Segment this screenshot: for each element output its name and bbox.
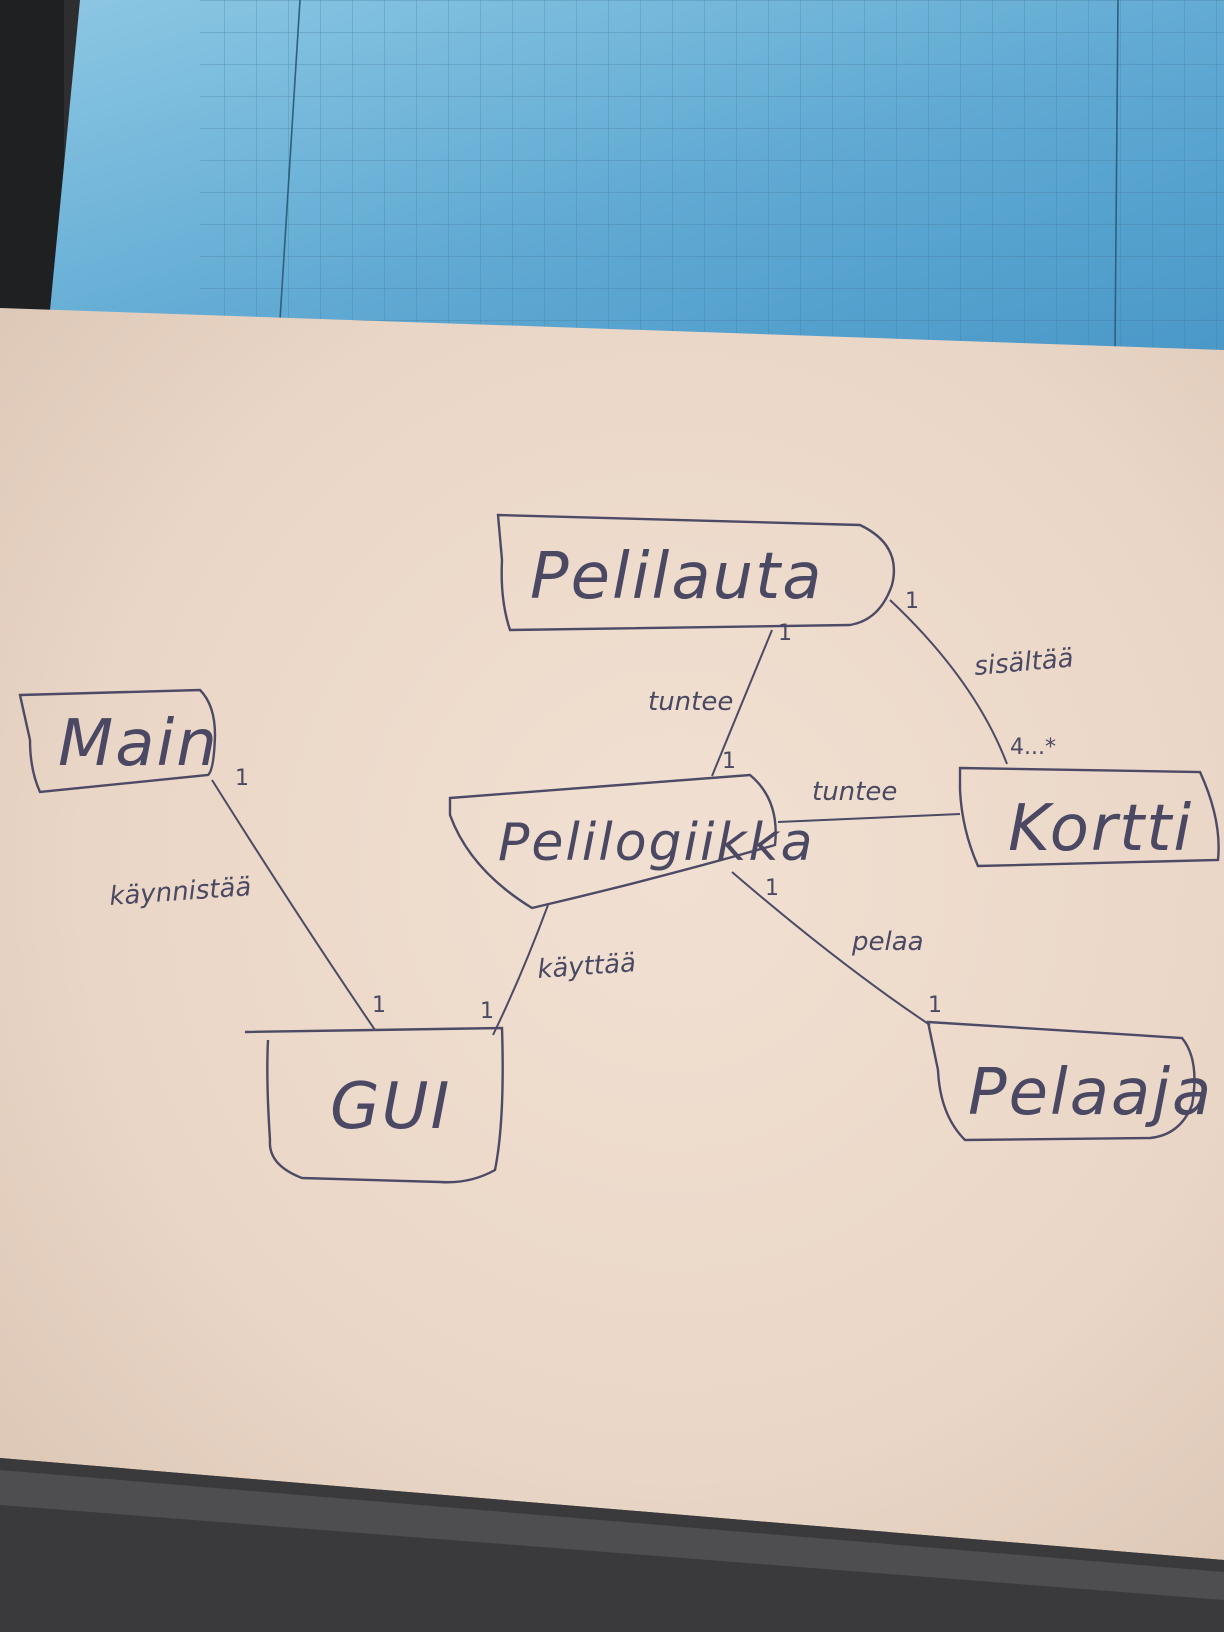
association-lines bbox=[211, 599, 1008, 1036]
label-kayttaa: käyttää bbox=[536, 948, 636, 985]
edge-pelilogiikka-kortti bbox=[777, 813, 961, 823]
node-pelilauta: Pelilauta bbox=[496, 513, 896, 632]
label-tuntee-pelilauta: tuntee bbox=[648, 687, 733, 717]
node-pelilogiikka-label: Pelilogiikka bbox=[498, 813, 815, 873]
edge-pelilogiikka-gui bbox=[492, 904, 549, 1036]
mult-pelilogiikka-pelaaja-target: 1 bbox=[928, 993, 942, 1018]
mult-pelilauta-kortti-source: 1 bbox=[905, 589, 919, 614]
mult-pelilogiikka-gui-target: 1 bbox=[480, 999, 494, 1024]
node-main-label: Main bbox=[58, 707, 219, 781]
mult-pelilauta-pelilogiikka-target: 1 bbox=[722, 749, 736, 774]
mult-pelilogiikka-pelaaja-source: 1 bbox=[765, 876, 779, 901]
edge-pelilauta-pelilogiikka bbox=[711, 629, 773, 777]
edge-main-gui bbox=[211, 779, 376, 1031]
label-tuntee-kortti: tuntee bbox=[812, 777, 897, 807]
edge-pelilogiikka-pelaaja bbox=[731, 871, 931, 1026]
edge-pelilauta-kortti bbox=[889, 599, 1008, 765]
mult-pelilauta-kortti-target: 4...* bbox=[1010, 735, 1056, 760]
multiplicities: 1 1 1 1 1 4...* 1 1 1 bbox=[235, 589, 1056, 1024]
node-kortti-label: Kortti bbox=[1008, 792, 1193, 866]
mult-pelilauta-pelilogiikka-source: 1 bbox=[778, 621, 792, 646]
node-main: Main bbox=[18, 688, 219, 794]
node-pelaaja: Pelaaja bbox=[926, 1020, 1213, 1142]
mult-main-gui-target: 1 bbox=[372, 993, 386, 1018]
association-labels: käynnistää tuntee sisältää tuntee käyttä… bbox=[108, 643, 1074, 985]
node-kortti: Kortti bbox=[958, 766, 1220, 868]
node-gui-label: GUI bbox=[330, 1070, 451, 1144]
mult-main-gui-source: 1 bbox=[235, 766, 249, 791]
label-pelaa: pelaa bbox=[851, 927, 924, 957]
paper-sheet bbox=[0, 308, 1224, 1560]
node-gui: GUI bbox=[244, 1026, 504, 1184]
node-pelilogiikka: Pelilogiikka bbox=[448, 773, 815, 910]
node-pelaaja-label: Pelaaja bbox=[968, 1056, 1213, 1130]
node-pelilauta-label: Pelilauta bbox=[530, 540, 823, 614]
